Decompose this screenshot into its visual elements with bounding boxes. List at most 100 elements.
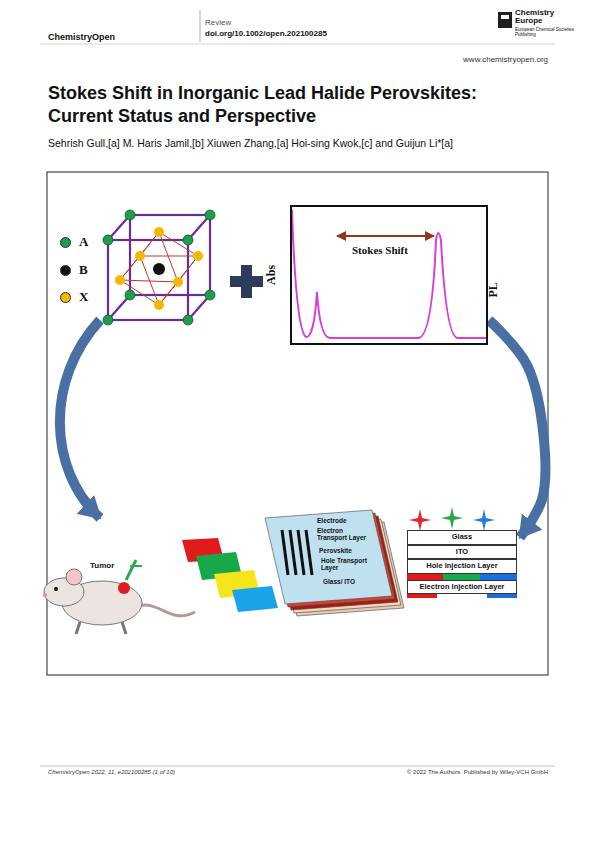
illustration-part [205,290,215,300]
a-site-atoms [103,210,215,325]
layer-name: Electron Injection Layer [419,583,504,591]
illustration-part [159,256,198,305]
legend-text: A [79,234,88,250]
illustration-part [130,215,210,295]
device-layer: Electron Injection Layer [407,580,517,594]
illustration-part [409,509,431,531]
publisher-logo: Chemistry Europe [515,9,565,26]
header-divider [200,10,201,42]
electrode-bars [282,530,312,575]
axis-label: Abs [265,265,279,285]
device-layer: Hole Injection Layer [407,559,517,574]
illustration-part [103,315,113,325]
illustration-part [159,232,178,282]
illustration-part [122,622,126,634]
illustration-part [441,507,463,529]
article-type: Review [205,18,231,27]
solar-cell-stack [265,510,404,616]
layer-name: ITO [456,548,468,556]
illustration-part [407,594,437,598]
legend-text: B [79,262,88,278]
illustration-part [115,275,125,285]
stokes-arrow [337,235,434,237]
spectrum-curve [292,210,486,338]
illustration-part [130,565,142,567]
logo-mark [501,15,509,19]
logo-mark [498,12,512,28]
illustration-part [437,594,487,598]
footer-copyright: © 2022 The Authors. Published by Wiley-V… [407,769,548,776]
illustration-part [282,530,288,575]
b-site-atom [153,263,165,275]
illustration-part [138,605,195,616]
device-layer: Glass [407,530,517,545]
octahedron [120,232,198,305]
illustration-part [135,251,145,261]
illustration-part [159,232,198,256]
abstract-frame [47,172,548,675]
callout: Tumor [90,561,114,570]
illustration-part [120,280,159,305]
illustration-part [183,235,193,245]
footer-rule [40,766,555,767]
illustration-part [154,227,164,237]
layer-label: Perovskite [318,547,372,554]
layer-label: Electron Transport Layer [316,527,370,542]
legend-swatch [60,237,71,248]
illustration-part [76,622,80,634]
layer-label: Electrode [316,517,370,524]
publisher-subtitle: European Chemical Societies Publishing [515,28,575,38]
layer-label: Glass/ ITO [322,578,376,585]
layer-label: Hole Transport Layer [320,557,374,572]
unit-cell [108,215,210,320]
illustration-part [103,235,113,245]
illustration-part [183,315,193,325]
legend-item: A [60,234,88,250]
illustration-part [154,300,164,310]
legend-text: X [79,289,88,305]
illustration-part [125,290,135,300]
illustration-part [125,210,135,220]
website: www.chemistryopen.org [463,55,548,64]
illustration-part [298,530,304,575]
illustration-part [120,280,178,282]
footer-citation: ChemistryOpen 2022, 11, e202100285 (1 of… [48,769,175,776]
legend-swatch [60,265,71,276]
legend-item: B [60,262,88,278]
flow-arrow [489,320,546,538]
illustration-part [473,509,495,531]
illustration-part [290,530,296,575]
layer-name: Glass [452,533,472,541]
legend-item: X [60,289,88,305]
illustration-part [108,240,188,320]
illustration-part [118,582,130,594]
axis-label: PL [487,282,501,297]
illustration-part [54,587,58,591]
illustration-part [140,256,198,257]
x-site-atoms [115,227,203,310]
journal-name: ChemistryOpen [48,32,115,42]
illustration-part [193,251,203,261]
mouse [43,560,195,634]
flow-arrow [60,320,100,518]
paper-title: Stokes Shift in Inorganic Lead Halide Pe… [48,82,518,127]
illustration-part [43,593,47,597]
device-layer: ITO [407,545,517,559]
chart-annotation: Stokes Shift [352,244,408,256]
film [232,586,278,612]
illustration-part [306,530,312,575]
emitter-strip [407,574,517,598]
layer-name: Hole Injection Layer [426,562,497,570]
doi: doi.org/10.1002/open.202100285 [205,29,327,38]
author-list: Sehrish Gull,[a] M. Haris Jamil,[b] Xiuw… [48,137,548,149]
illustration-part [487,594,517,598]
illustration-part [126,560,136,580]
emission-stars [409,507,495,531]
legend-swatch [60,292,71,303]
illustration-part [173,277,183,287]
illustration-part [205,210,215,220]
illustration-part [265,510,392,604]
